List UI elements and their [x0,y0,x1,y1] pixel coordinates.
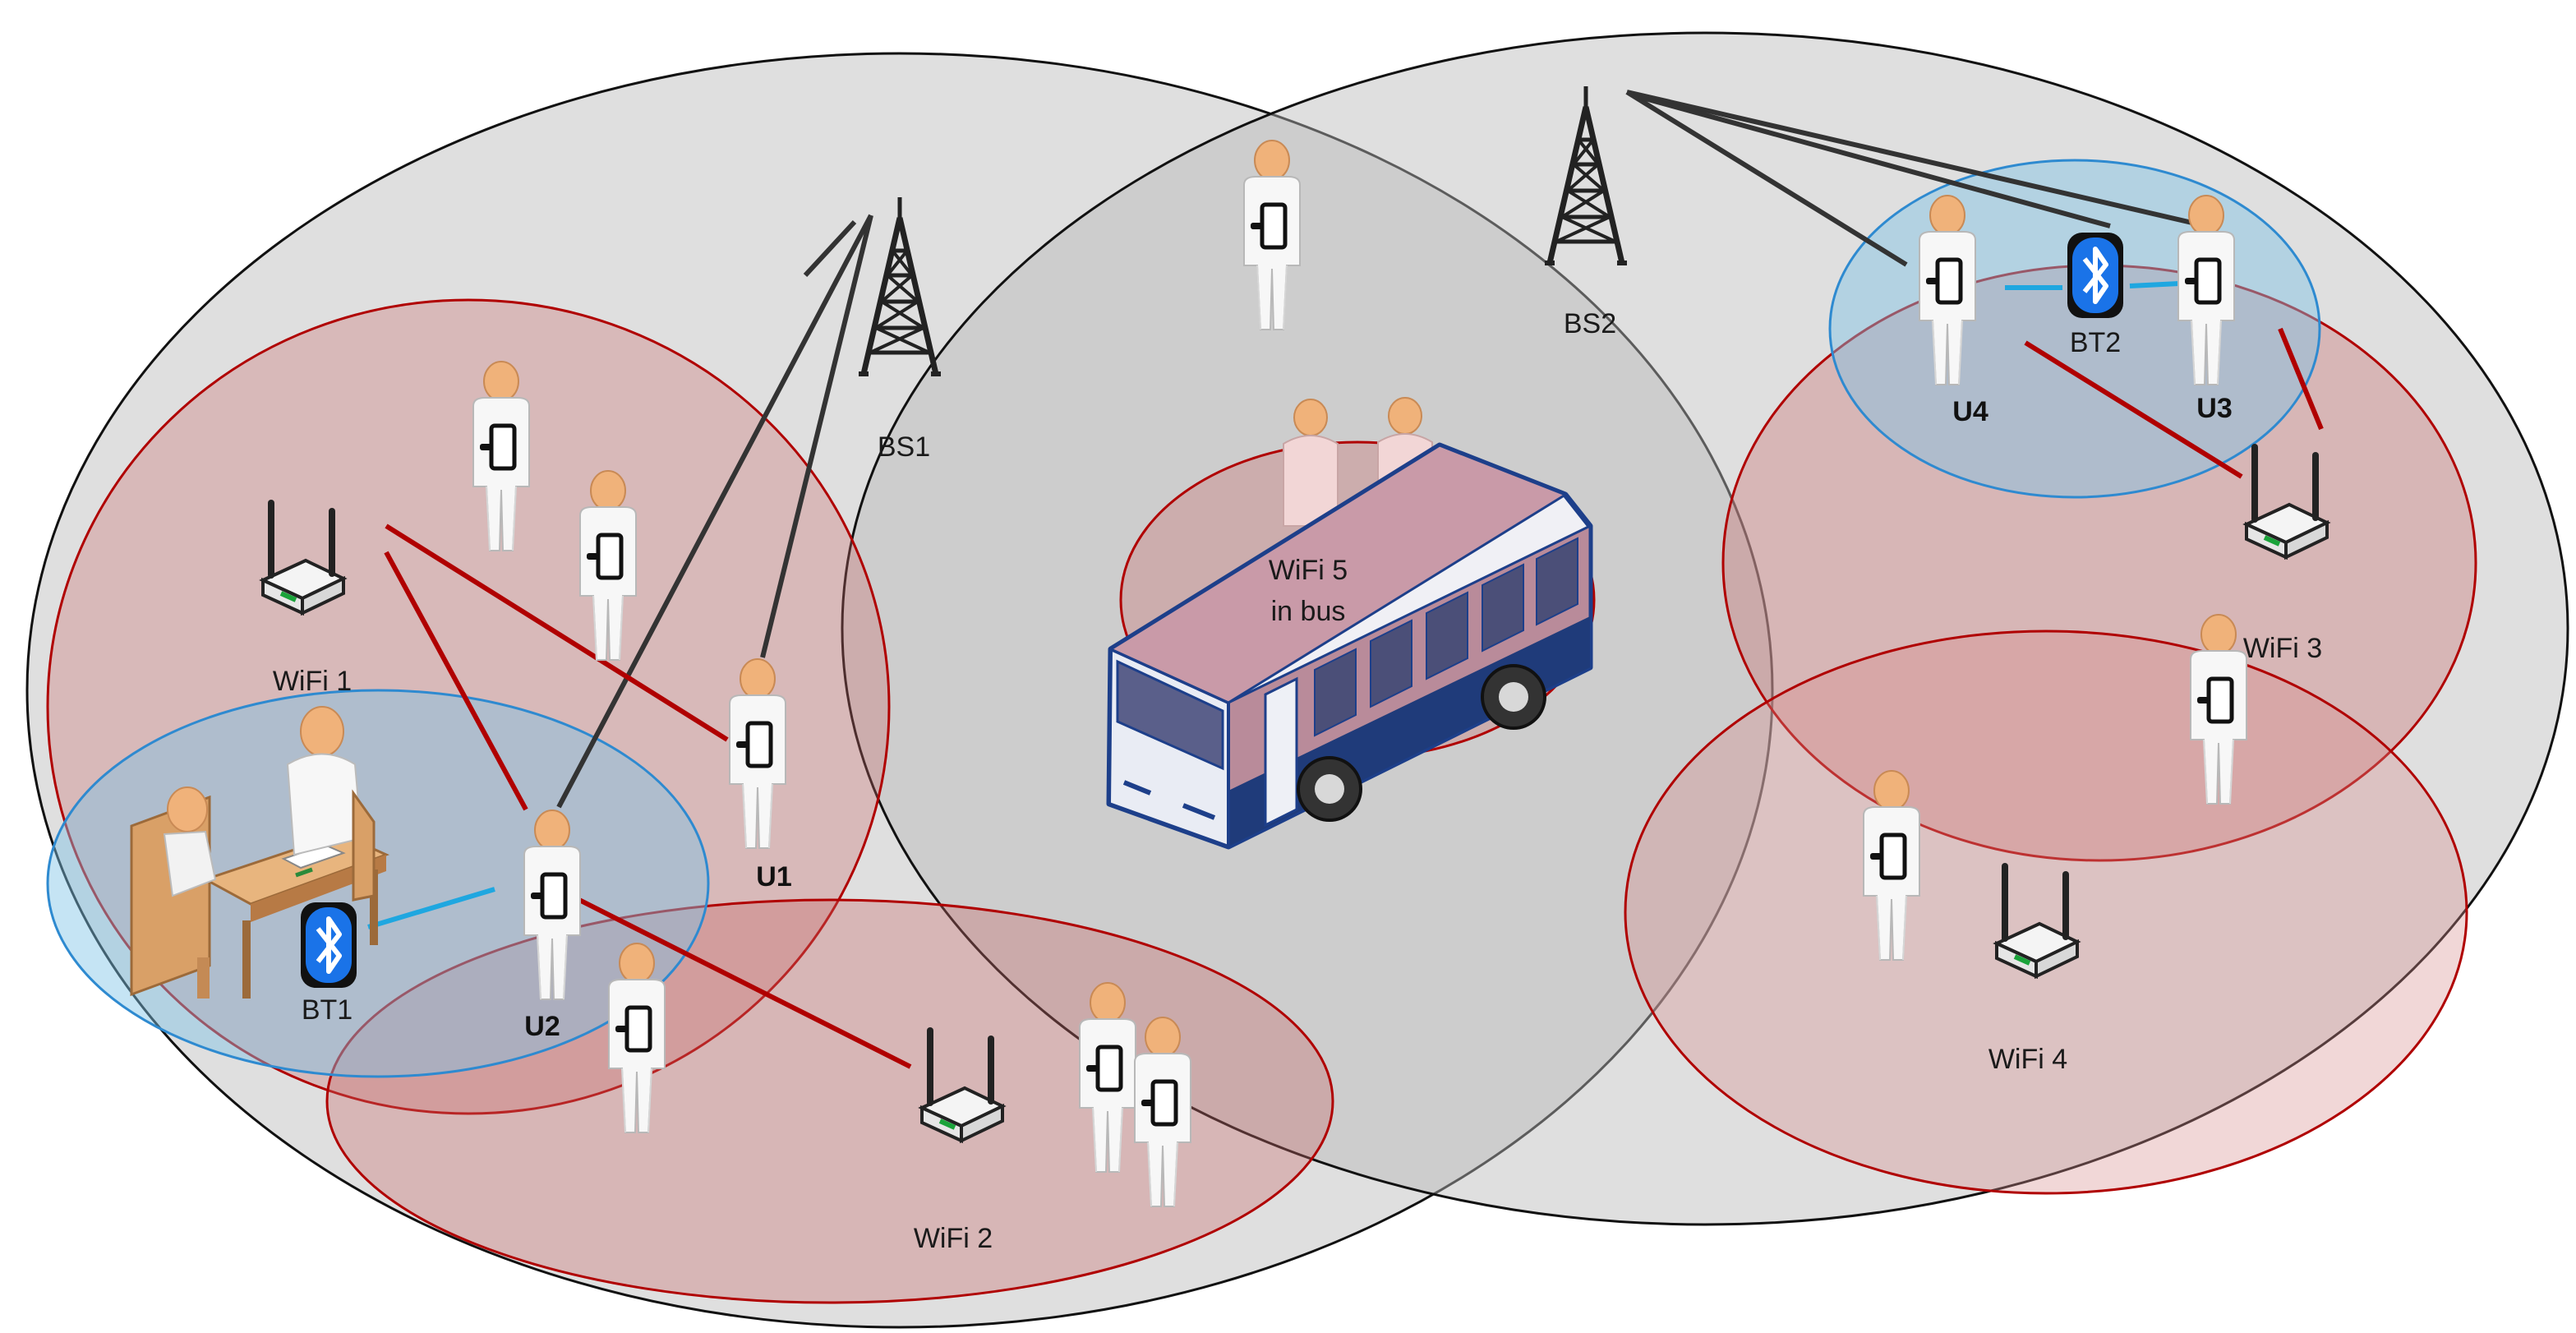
wifi2-label: WiFi 2 [914,1223,993,1254]
bs2-coverage-area [841,31,2569,1226]
u4-label: U4 [1952,396,1988,427]
office-desk-icon [130,706,389,999]
bs1-label: BS1 [878,431,930,463]
wifi2-coverage-area [325,898,1334,1304]
bt2-bluetooth-icon [2067,233,2123,318]
wifi3-label: WiFi 3 [2243,633,2322,664]
u3-label: U3 [2196,393,2232,424]
bs1-coverage-area [25,52,1774,1329]
wifi1-label: WiFi 1 [273,666,352,697]
wifi4-coverage-area [1624,630,2468,1195]
bluetooth-links [367,281,2180,929]
wifi5-label-line2: in bus [1271,596,1346,627]
cellular-links [556,90,2196,809]
bt1-bluetooth-icon [301,902,357,988]
u1-label: U1 [756,861,791,893]
bt1-label: BT1 [302,994,353,1026]
bt2-label: BT2 [2070,327,2121,358]
wifi-links [384,327,2324,1069]
wifi4-label: WiFi 4 [1988,1044,2067,1075]
bus-icon [1106,442,1593,850]
u2-label: U2 [524,1011,560,1042]
wifi5-label: WiFi 5 [1269,555,1348,586]
bs2-label: BS2 [1564,308,1616,339]
